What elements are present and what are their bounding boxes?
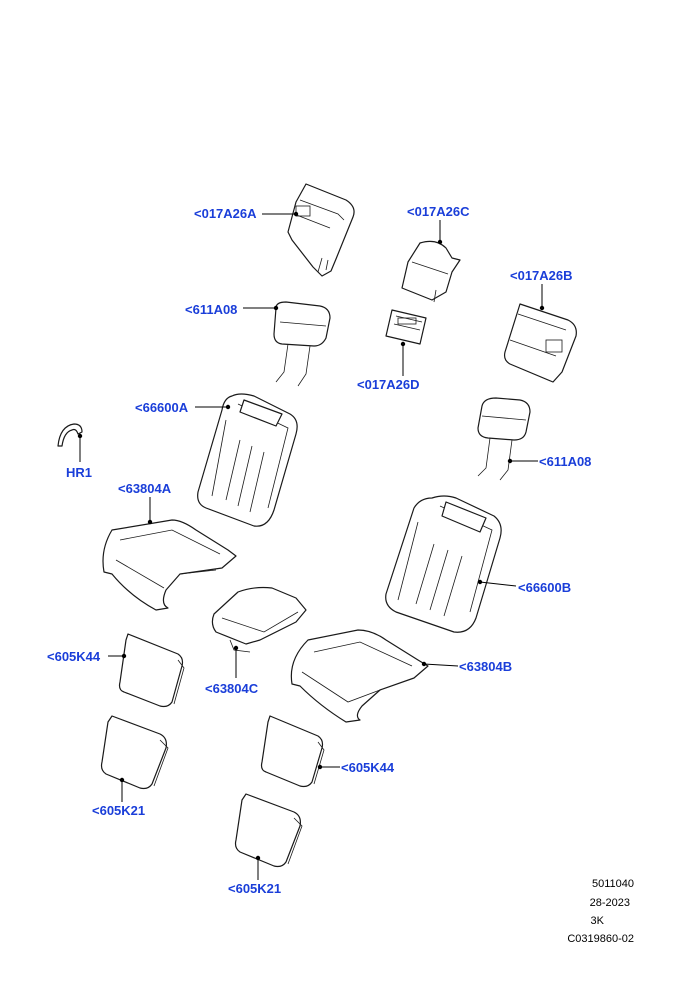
part-HR1[interactable] bbox=[57, 423, 83, 447]
part-605K21-left[interactable] bbox=[100, 715, 169, 790]
part-611A08-left[interactable] bbox=[273, 301, 331, 387]
footer-ref-drawing-id: C0319860-02 bbox=[567, 933, 634, 945]
part-66600A[interactable] bbox=[197, 393, 298, 527]
callout-017A26C[interactable]: <017A26C bbox=[407, 204, 470, 219]
callout-017A26B[interactable]: <017A26B bbox=[510, 268, 573, 283]
callout-605K44-right[interactable]: <605K44 bbox=[341, 760, 395, 775]
footer-ref-number: 5011040 bbox=[591, 878, 634, 890]
part-605K44-left[interactable] bbox=[118, 633, 185, 708]
part-017A26C[interactable] bbox=[401, 240, 461, 303]
callout-66600A[interactable]: <66600A bbox=[135, 400, 189, 415]
leader-lines bbox=[77, 211, 545, 880]
part-63804C[interactable] bbox=[211, 586, 307, 653]
part-66600B[interactable] bbox=[385, 495, 502, 633]
callout-611A08-left[interactable]: <611A08 bbox=[185, 302, 238, 317]
callout-611A08-right[interactable]: <611A08 bbox=[539, 454, 592, 469]
part-605K21-right[interactable] bbox=[234, 793, 303, 868]
callout-017A26D[interactable]: <017A26D bbox=[357, 377, 420, 392]
part-017A26D[interactable] bbox=[385, 309, 427, 345]
callout-63804C[interactable]: <63804C bbox=[205, 681, 259, 696]
part-63804B[interactable] bbox=[290, 629, 429, 723]
callout-63804A[interactable]: <63804A bbox=[118, 481, 172, 496]
part-63804A[interactable] bbox=[102, 519, 237, 611]
callout-605K21-right[interactable]: <605K21 bbox=[228, 881, 282, 896]
part-611A08-right[interactable] bbox=[477, 397, 531, 481]
part-017A26B[interactable] bbox=[503, 303, 577, 383]
footer-ref-date: 28-2023 bbox=[589, 897, 630, 909]
callout-605K44-left[interactable]: <605K44 bbox=[47, 649, 101, 664]
callout-HR1[interactable]: HR1 bbox=[66, 465, 93, 480]
callout-017A26A[interactable]: <017A26A bbox=[194, 206, 257, 221]
footer-ref-code: 3K bbox=[590, 915, 604, 927]
callout-66600B[interactable]: <66600B bbox=[518, 580, 572, 595]
callout-605K21-left[interactable]: <605K21 bbox=[92, 803, 146, 818]
part-605K44-right[interactable] bbox=[260, 715, 325, 788]
part-017A26A[interactable] bbox=[287, 183, 355, 277]
callout-63804B[interactable]: <63804B bbox=[459, 659, 513, 674]
